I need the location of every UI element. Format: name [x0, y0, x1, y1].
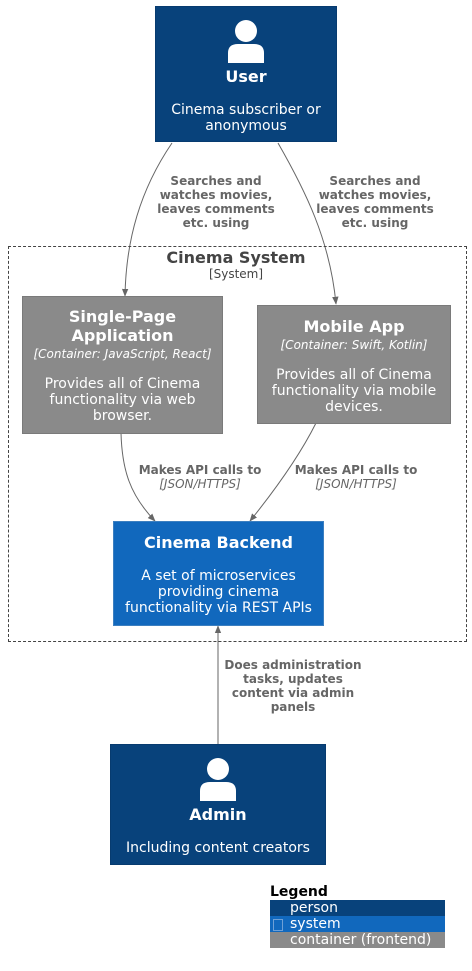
admin-description: Including content creators [126, 840, 310, 856]
spa-technology: [Container: JavaScript, React] [33, 347, 212, 361]
legend-item-system: system [270, 916, 445, 932]
legend-item-person: person [270, 900, 445, 916]
relation-label-admin-backend: Does administration tasks, updates conte… [224, 658, 362, 714]
backend-description: A set of microservices providing cinema … [125, 568, 312, 616]
mobile-app-node[interactable]: Mobile App [Container: Swift, Kotlin] Pr… [257, 305, 451, 424]
user-title: User [225, 67, 267, 86]
person-icon [228, 20, 264, 63]
user-node[interactable]: User Cinema subscriber or anonymous [155, 6, 337, 142]
edge-mobile-backend [249, 422, 317, 522]
admin-title: Admin [189, 805, 247, 824]
spa-title: Single-Page Application [68, 307, 177, 345]
spa-node[interactable]: Single-Page Application [Container: Java… [22, 296, 223, 434]
mobile-app-title: Mobile App [303, 317, 405, 336]
legend-swatch [273, 935, 281, 945]
edge-user-spa [121, 142, 173, 297]
legend-title: Legend [270, 884, 328, 900]
spa-description: Provides all of Cinema functionality via… [44, 376, 201, 424]
user-description: Cinema subscriber or anonymous [171, 102, 321, 134]
relation-label-spa-backend: Makes API calls to [JSON/HTTPS] [138, 463, 262, 491]
system-boundary [8, 246, 467, 642]
mobile-app-technology: [Container: Swift, Kotlin] [280, 338, 428, 352]
legend: Legend person system container (frontend… [270, 884, 445, 948]
boundary-title: Cinema System [166, 248, 306, 267]
cinema-backend-node[interactable]: Cinema Backend A set of microservices pr… [113, 521, 324, 626]
backend-title: Cinema Backend [144, 533, 293, 552]
legend-item-container: container (frontend) [270, 932, 445, 948]
boundary-subtitle: [System] [208, 267, 264, 281]
admin-node[interactable]: Admin Including content creators [110, 744, 326, 865]
legend-swatch [273, 919, 283, 931]
relation-label-mobile-backend: Makes API calls to [JSON/HTTPS] [294, 463, 418, 491]
relation-label-user-spa: Searches and watches movies, leaves comm… [157, 174, 275, 230]
legend-swatch [273, 903, 281, 913]
relation-label-user-mobile: Searches and watches movies, leaves comm… [316, 174, 434, 230]
edge-spa-backend [120, 432, 156, 522]
person-icon [200, 758, 236, 801]
mobile-app-description: Provides all of Cinema functionality via… [271, 367, 437, 415]
edge-user-mobile [277, 142, 339, 305]
